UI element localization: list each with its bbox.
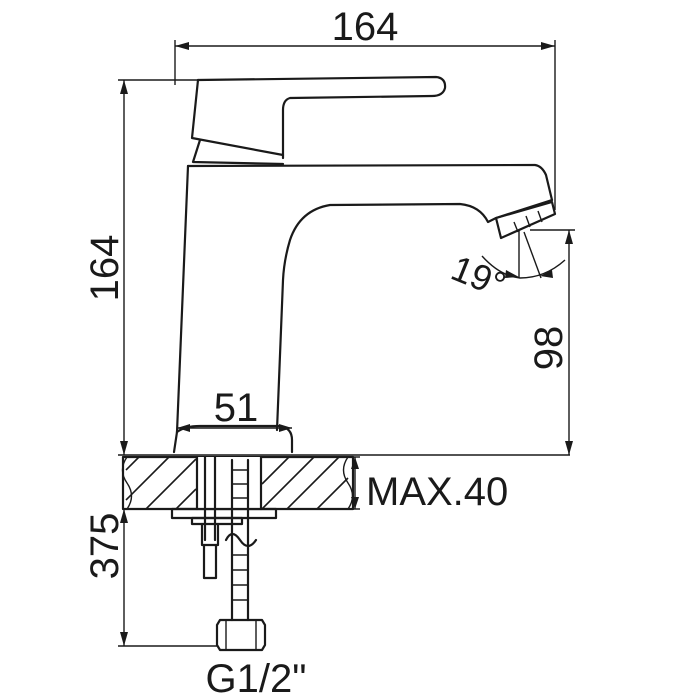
dim-width-top: 164	[332, 5, 399, 49]
dimension-lines	[118, 40, 575, 647]
dim-connection: G1/2"	[206, 657, 307, 700]
supply-hose	[215, 458, 267, 652]
mounting-shank	[170, 455, 278, 580]
dim-spout-height: 98	[527, 326, 571, 371]
dim-base-width: 51	[214, 386, 259, 430]
mounting-counter	[121, 455, 355, 511]
dim-spout-angle: 19°	[446, 247, 512, 305]
dim-height-left: 164	[83, 235, 127, 302]
dim-hose-length: 375	[83, 513, 127, 580]
dim-max-thickness: MAX.40	[366, 470, 508, 514]
